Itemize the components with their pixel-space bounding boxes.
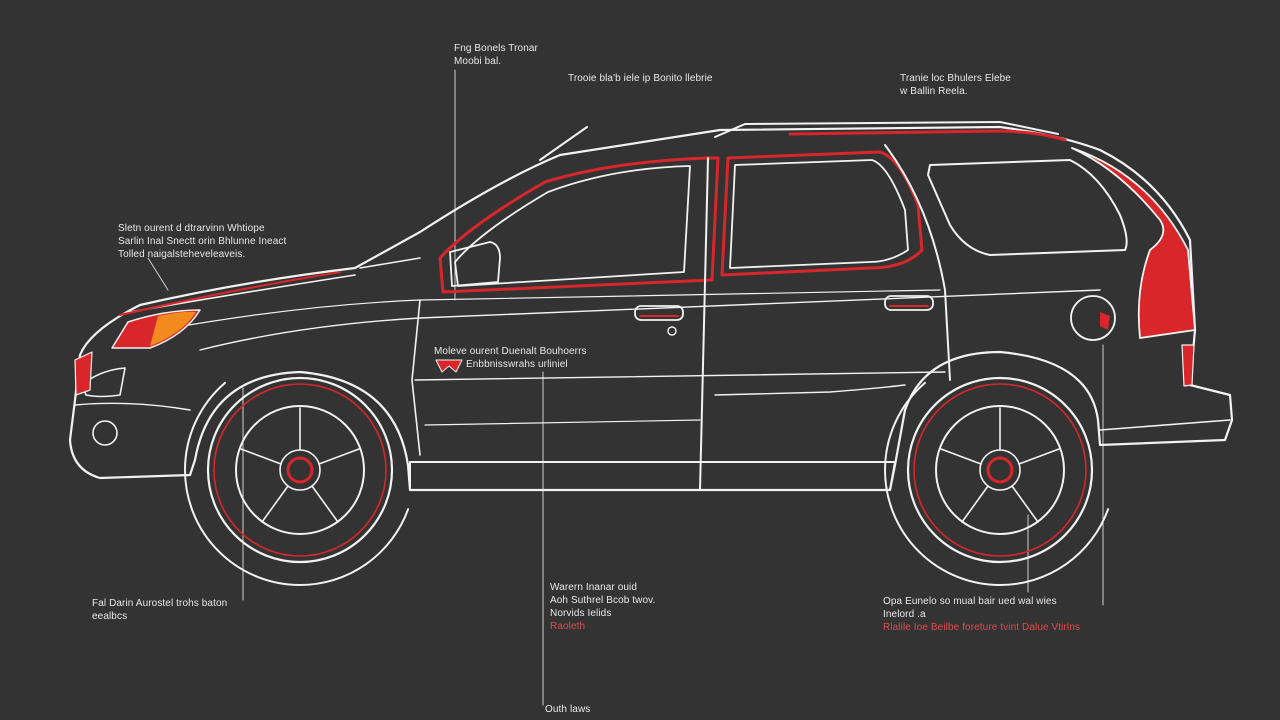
roof-rail-red (788, 129, 1067, 142)
callout-text: Raoleth (550, 621, 586, 632)
callout-text: Tranie loc Bhulers Elebe (900, 73, 1011, 84)
rear-spokes (940, 407, 1060, 523)
callout-bottom-footer: Outh laws (545, 703, 590, 716)
antenna (539, 126, 588, 161)
callout-text: Sarlin Inal Snectt orin Bhlunne Ineact (118, 236, 287, 247)
taillight (1071, 147, 1196, 339)
c-pillar (884, 144, 951, 381)
quarter-window (927, 159, 1128, 256)
grille (81, 367, 126, 398)
rear-door-contour (714, 384, 906, 396)
rear-reflector-red (1181, 344, 1195, 387)
fuel-cap-red (1100, 312, 1110, 330)
rear-bumper (1099, 419, 1231, 431)
callout-text: Moleve ourent Duenalt Bouhoerrs (434, 346, 587, 357)
front-bumper (74, 402, 191, 411)
callout-text: eealbcs (92, 611, 128, 622)
callout-bottom-right: Opa Eunelo so mual bair ued wal wies Ine… (883, 595, 1080, 634)
front-hub (279, 449, 321, 491)
callout-text: Opa Eunelo so mual bair ued wal wies (883, 596, 1057, 607)
mirror (449, 241, 501, 287)
rear-tire-red (913, 383, 1087, 557)
front-door-edge (411, 299, 421, 456)
callout-text: Fng Bonels Tronar (454, 43, 538, 54)
door-lower-line (424, 419, 701, 426)
front-window-frame-red (438, 156, 720, 294)
front-tire-red (213, 383, 387, 557)
rear-door-window (729, 159, 909, 269)
fog-light (92, 420, 118, 446)
rear-hub (979, 449, 1021, 491)
door-emblem-icon (435, 359, 463, 373)
callout-text: w Ballin Reela. (900, 86, 968, 97)
callout-bottom-center: Warern Inanar ouid Aoh Suthrel Bcob twov… (550, 581, 655, 633)
callout-text: Inelord .a (883, 609, 926, 620)
rear-tire (906, 376, 1094, 564)
front-wheel (184, 354, 416, 586)
callout-text: Tolled naigalsteheveleaveis. (118, 249, 246, 260)
body-outline (68, 125, 1234, 492)
rear-window-frame-red (720, 150, 924, 277)
front-rim (235, 405, 365, 535)
hood-crease (129, 274, 356, 313)
callout-text: Outh laws (545, 704, 591, 715)
front-spokes (240, 407, 360, 523)
rear-hub-red (986, 456, 1014, 484)
callout-top-left: Fng Bonels Tronar Moobi bal. (454, 42, 538, 68)
leader-left-hood (147, 257, 169, 291)
callout-bottom-left: Fal Darin Aurostel trohs baton eealbcs (92, 597, 227, 623)
rear-rim (935, 405, 1065, 535)
headlight-amber (150, 311, 196, 346)
callout-door-emblem: Moleve ourent Duenalt Bouhoerrs Enbbniss… (434, 345, 587, 371)
callout-text: Fal Darin Aurostel trohs baton (92, 598, 228, 609)
callout-text: Rlalile Ioe Beilbe foreture tvint Dalue … (883, 622, 1081, 633)
front-window (454, 165, 691, 287)
fuel-cap (1070, 295, 1116, 341)
callout-text: Trooie bla'b iele ip Bonito llebrie (568, 73, 713, 84)
rear-wheel-arch (884, 354, 1116, 586)
rear-door-handle (884, 295, 934, 311)
windshield-base (359, 257, 421, 269)
rocker-panel (409, 461, 896, 491)
callout-text: Moobi bal. (454, 56, 502, 67)
door-bottom-line (414, 371, 946, 381)
front-door-handle (634, 305, 684, 321)
door-lock (667, 326, 677, 336)
callout-text: Norvids Ielids (550, 608, 612, 619)
callout-text: Aoh Suthrel Bcob twov. (550, 595, 656, 606)
front-tire (206, 376, 394, 564)
front-wheel-arch (184, 354, 416, 586)
body-side-crease (159, 289, 941, 331)
fender-line (199, 289, 1101, 351)
front-hub-red (286, 456, 314, 484)
callout-text: Enbbnisswrahs urliniel (466, 359, 568, 370)
hood-red-line (119, 271, 341, 316)
b-pillar (699, 157, 709, 491)
callout-text: Warern Inanar ouid (550, 582, 638, 593)
callout-top-right: Tranie loc Bhulers Elebe w Ballin Reela. (900, 72, 1011, 98)
callout-text: Sletn ourent d dtrarvinn Whtiope (118, 223, 265, 234)
grille-red (74, 351, 93, 396)
callout-top-center: Trooie bla'b iele ip Bonito llebrie (568, 72, 713, 85)
rear-wheel (884, 354, 1116, 586)
roof-rail (714, 121, 1059, 138)
callout-left-hood: Sletn ourent d dtrarvinn Whtiope Sarlin … (118, 222, 286, 261)
